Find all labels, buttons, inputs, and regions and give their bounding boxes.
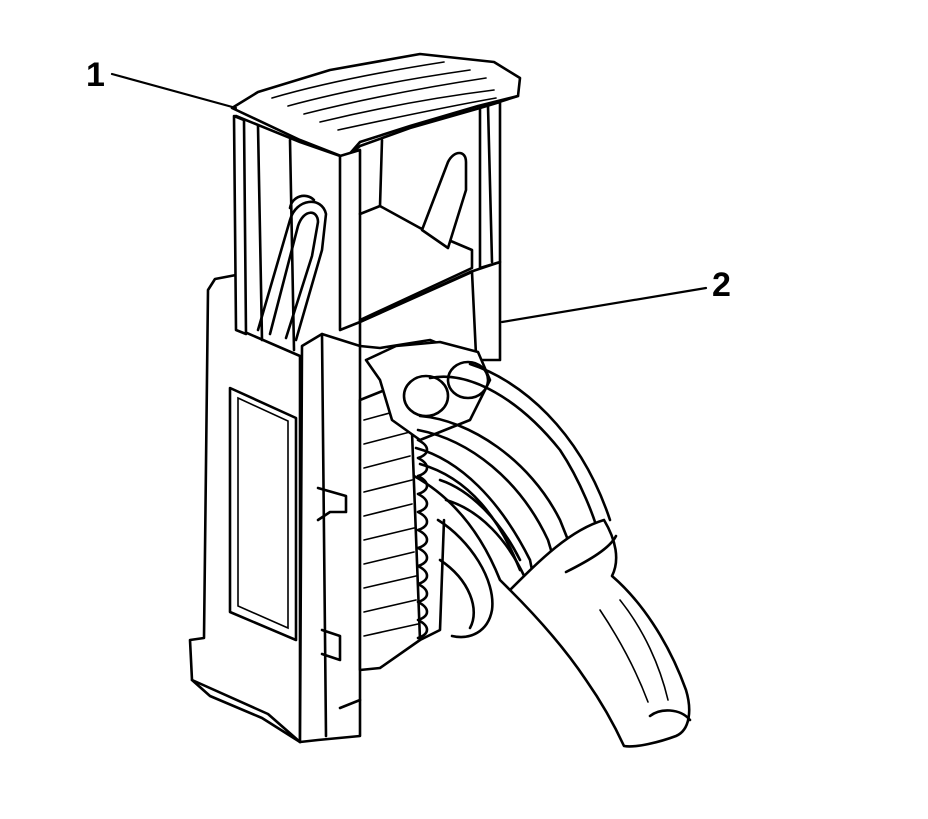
callout-2: 2 xyxy=(500,266,731,324)
callout-1: 1 xyxy=(86,56,238,110)
callout-1-label: 1 xyxy=(86,56,105,94)
connector-cap xyxy=(230,52,522,352)
wire-harness xyxy=(364,340,692,748)
callout-2-label: 2 xyxy=(712,266,731,304)
